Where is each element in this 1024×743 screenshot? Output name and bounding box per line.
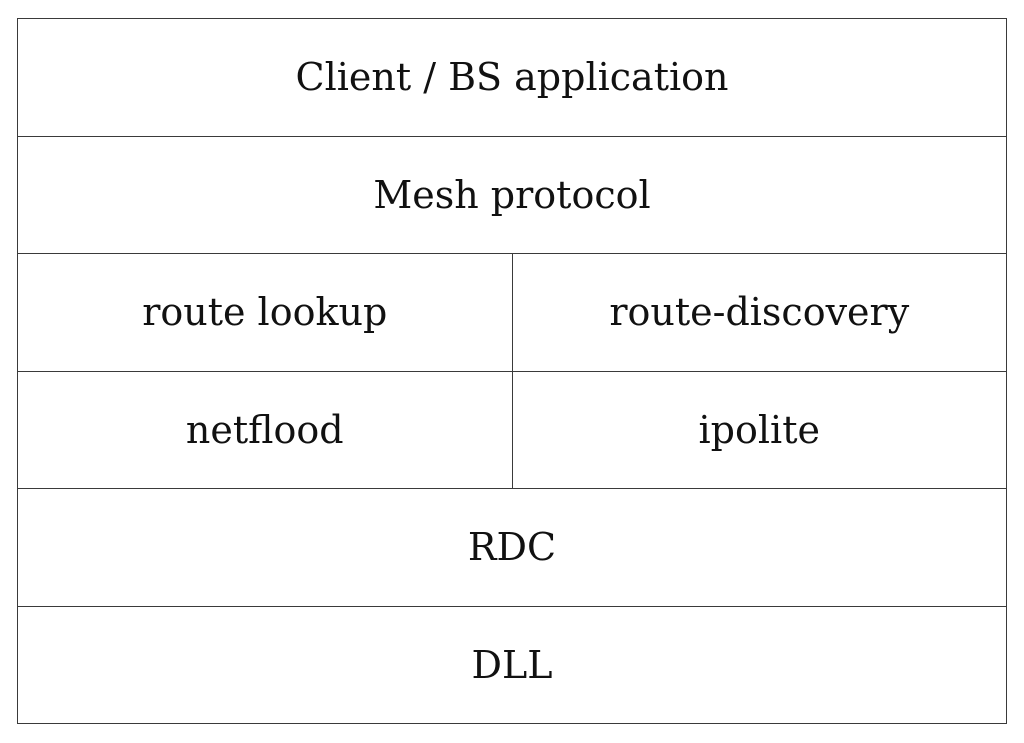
rdc-layer: RDC <box>18 489 1006 607</box>
netflood-cell: netflood <box>18 372 512 489</box>
flood-layer: netflood ipolite <box>18 371 1007 489</box>
mesh-label: Mesh protocol <box>373 172 651 217</box>
rdc-cell: RDC <box>18 489 1006 606</box>
dll-layer: DLL <box>18 607 1006 724</box>
application-label: Client / BS application <box>295 55 729 100</box>
dll-cell: DLL <box>18 607 1006 724</box>
application-cell: Client / BS application <box>18 19 1006 136</box>
route-discovery-cell: route-discovery <box>511 254 1007 371</box>
application-layer: Client / BS application <box>18 19 1006 137</box>
dll-label: DLL <box>471 642 553 687</box>
ipolite-label: ipolite <box>698 407 820 452</box>
mesh-cell: Mesh protocol <box>18 137 1006 254</box>
route-lookup-cell: route lookup <box>18 254 512 371</box>
mesh-layer: Mesh protocol <box>18 137 1006 254</box>
protocol-stack-diagram: Client / BS application Mesh protocol ro… <box>17 18 1007 724</box>
rdc-label: RDC <box>467 525 557 570</box>
netflood-label: netflood <box>185 407 344 452</box>
route-lookup-label: route lookup <box>142 290 388 335</box>
ipolite-cell: ipolite <box>511 371 1007 488</box>
route-layer: route lookup route-discovery <box>18 254 1006 372</box>
route-discovery-label: route-discovery <box>609 290 910 335</box>
